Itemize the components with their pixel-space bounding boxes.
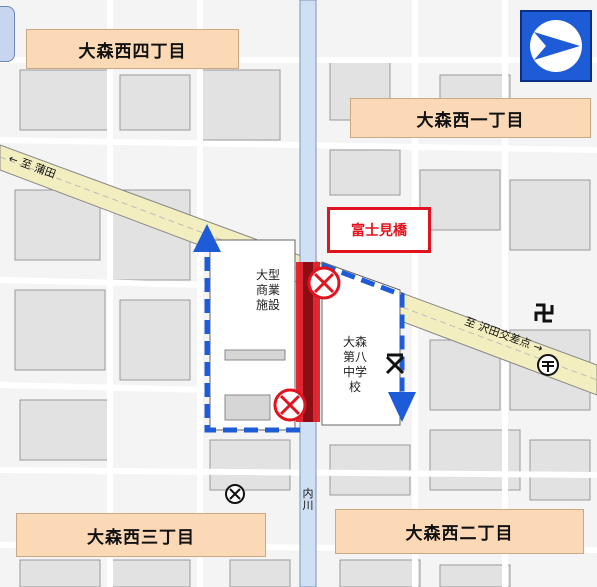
post-office-icon xyxy=(537,354,559,376)
school-icon xyxy=(385,353,405,375)
area-label-nishi-1: 大森西一丁目 xyxy=(350,98,591,138)
area-label-nishi-4: 大森西四丁目 xyxy=(26,29,239,69)
no-entry-icon xyxy=(307,266,341,300)
commercial-facility-label: 大型商業施設 xyxy=(248,268,288,313)
school-text: 大森第八中学校 xyxy=(342,335,367,394)
detour-route xyxy=(204,250,405,433)
corner-tab[interactable] xyxy=(0,6,15,62)
commercial-facility-text: 大型商業施設 xyxy=(255,268,280,312)
police-box-icon xyxy=(225,484,245,504)
compass-north-icon xyxy=(520,10,592,82)
school-area xyxy=(321,261,401,426)
school-label: 大森第八中学校 xyxy=(334,335,376,395)
detour-arrow-down xyxy=(388,392,416,422)
bridge-label: 富士見橋 xyxy=(327,207,431,253)
area-label-nishi-2: 大森西二丁目 xyxy=(335,509,584,554)
area-label-nishi-3: 大森西三丁目 xyxy=(16,513,266,557)
city-blocks xyxy=(14,59,591,587)
river-label: 内川 xyxy=(302,487,314,512)
temple-icon xyxy=(534,303,554,323)
detour-arrow-up xyxy=(193,224,221,252)
no-entry-icon xyxy=(273,388,307,422)
